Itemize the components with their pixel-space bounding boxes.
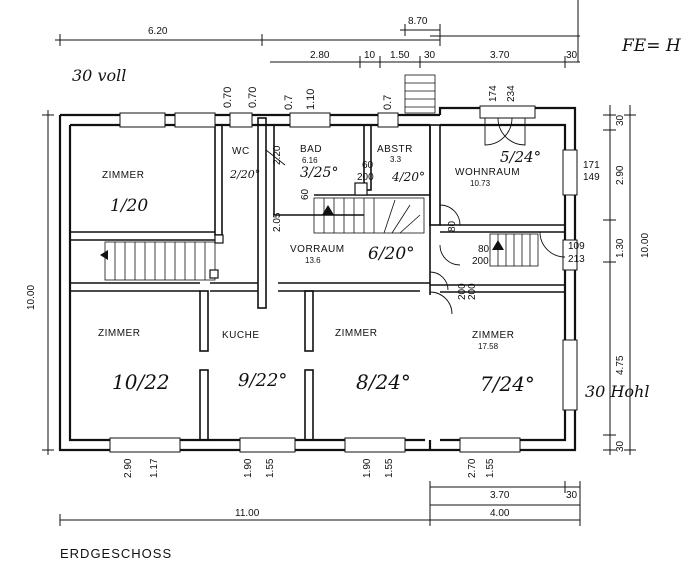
dim-top-10: 10 xyxy=(364,50,376,61)
dim-bad-60: 60 xyxy=(362,160,374,171)
door-swings xyxy=(265,117,566,315)
annotation-wall-nw: 30 voll xyxy=(72,66,127,85)
room-note-zimmer-nw: 1/20 xyxy=(110,196,149,216)
room-area-abstr: 3.3 xyxy=(390,155,402,164)
dim-sill-070a: 0.70 xyxy=(222,86,234,108)
room-label-wohnraum: WOHNRAUM xyxy=(455,167,521,178)
room-label-vorraum: VORRAUM xyxy=(290,244,345,255)
dim-bottom-30: 30 xyxy=(566,490,578,501)
dim-right-130: 1.30 xyxy=(615,238,626,258)
dim-win-149: 149 xyxy=(583,172,600,183)
dim-door-80: 80 xyxy=(478,244,490,255)
dim-bot-155b: 1.55 xyxy=(384,458,395,478)
room-label-wc: WC xyxy=(232,146,250,157)
dim-bot-155c: 1.55 xyxy=(485,458,496,478)
room-note-abstr: 4/20° xyxy=(392,170,425,184)
room-label-zimmer-s: ZIMMER xyxy=(335,328,378,339)
dim-sill-07b: 0.7 xyxy=(382,94,394,110)
floor-title: ERDGESCHOSS xyxy=(60,546,173,561)
dim-right-30a: 30 xyxy=(615,114,626,126)
dim-sill-070b: 0.70 xyxy=(247,86,259,108)
stair-arrows xyxy=(100,205,504,260)
room-label-kueche: KUCHE xyxy=(222,330,260,341)
dim-top-overall: 6.20 xyxy=(148,26,168,37)
dim-win-174: 174 xyxy=(488,85,499,102)
dim-door-60: 60 xyxy=(300,188,311,200)
dim-win-234: 234 xyxy=(506,85,517,102)
room-label-bad: BAD xyxy=(300,144,323,155)
room-note-zimmer-se: 7/24° xyxy=(480,372,535,396)
dim-top-370: 3.70 xyxy=(490,50,510,61)
dim-bot-290: 2.90 xyxy=(123,458,134,478)
annotation-wall-e: 30 Hohl xyxy=(585,382,650,401)
dim-sill-110: 1.10 xyxy=(305,88,317,110)
dim-top-150: 1.50 xyxy=(390,50,410,61)
dim-top-870: 8.70 xyxy=(408,16,428,27)
dim-sill-07: 0.7 xyxy=(283,94,295,110)
dim-wall-205: 2.05 xyxy=(272,212,283,232)
room-note-kueche: 9/22° xyxy=(238,370,288,391)
dim-right-30b: 30 xyxy=(615,440,626,452)
room-note-vorraum: 6/20° xyxy=(368,244,415,264)
room-note-zimmer-s: 8/24° xyxy=(356,370,411,394)
room-label-zimmer-se: ZIMMER xyxy=(472,330,515,341)
room-note-bad: 3/25° xyxy=(300,165,339,181)
room-note-wc: 2/20° xyxy=(230,168,261,181)
room-note-wohnraum: 5/24° xyxy=(500,148,542,166)
dim-left-1000: 10.00 xyxy=(26,284,37,310)
dim-win-171: 171 xyxy=(583,160,600,171)
dim-bot-270: 2.70 xyxy=(467,458,478,478)
dim-right-1000: 10.00 xyxy=(640,232,651,258)
dim-bottom-400: 4.00 xyxy=(490,508,510,519)
dim-win-213: 213 xyxy=(568,254,585,265)
dim-bottom-1100: 11.00 xyxy=(235,508,260,519)
dim-door-80b: 80 xyxy=(447,220,458,232)
room-area-zimmer-se: 17.58 xyxy=(478,342,499,351)
dim-bot-117: 1.17 xyxy=(149,458,160,478)
dim-bot-190b: 1.90 xyxy=(362,458,373,478)
windows xyxy=(109,105,578,453)
dim-bottom-370: 3.70 xyxy=(490,490,510,501)
dim-right-475: 4.75 xyxy=(615,355,626,375)
dim-bad-200: 200 xyxy=(357,172,374,183)
dim-wall-220: 2.20 xyxy=(272,145,283,165)
dim-door-200b: 200 xyxy=(467,283,478,300)
dim-top-30a: 30 xyxy=(424,50,436,61)
dim-top-30b: 30 xyxy=(566,50,578,61)
room-area-vorraum: 13.6 xyxy=(305,256,321,265)
room-label-abstr: ABSTR xyxy=(377,144,413,155)
staircases xyxy=(104,74,539,281)
room-area-bad: 6.16 xyxy=(302,156,318,165)
chimney-blocks xyxy=(209,182,368,279)
room-label-zimmer-sw: ZIMMER xyxy=(98,328,141,339)
room-note-zimmer-sw: 10/22 xyxy=(112,370,170,394)
dim-bot-190a: 1.90 xyxy=(243,458,254,478)
dim-door-200: 200 xyxy=(472,256,489,267)
annotation-fe: FE= H xyxy=(622,36,681,56)
dim-bot-155a: 1.55 xyxy=(265,458,276,478)
room-label-zimmer-nw: ZIMMER xyxy=(102,170,145,181)
dim-right-290: 2.90 xyxy=(615,165,626,185)
dim-win-109: 109 xyxy=(568,241,585,252)
room-area-wohnraum: 10.73 xyxy=(470,179,491,188)
dim-top-280: 2.80 xyxy=(310,50,330,61)
